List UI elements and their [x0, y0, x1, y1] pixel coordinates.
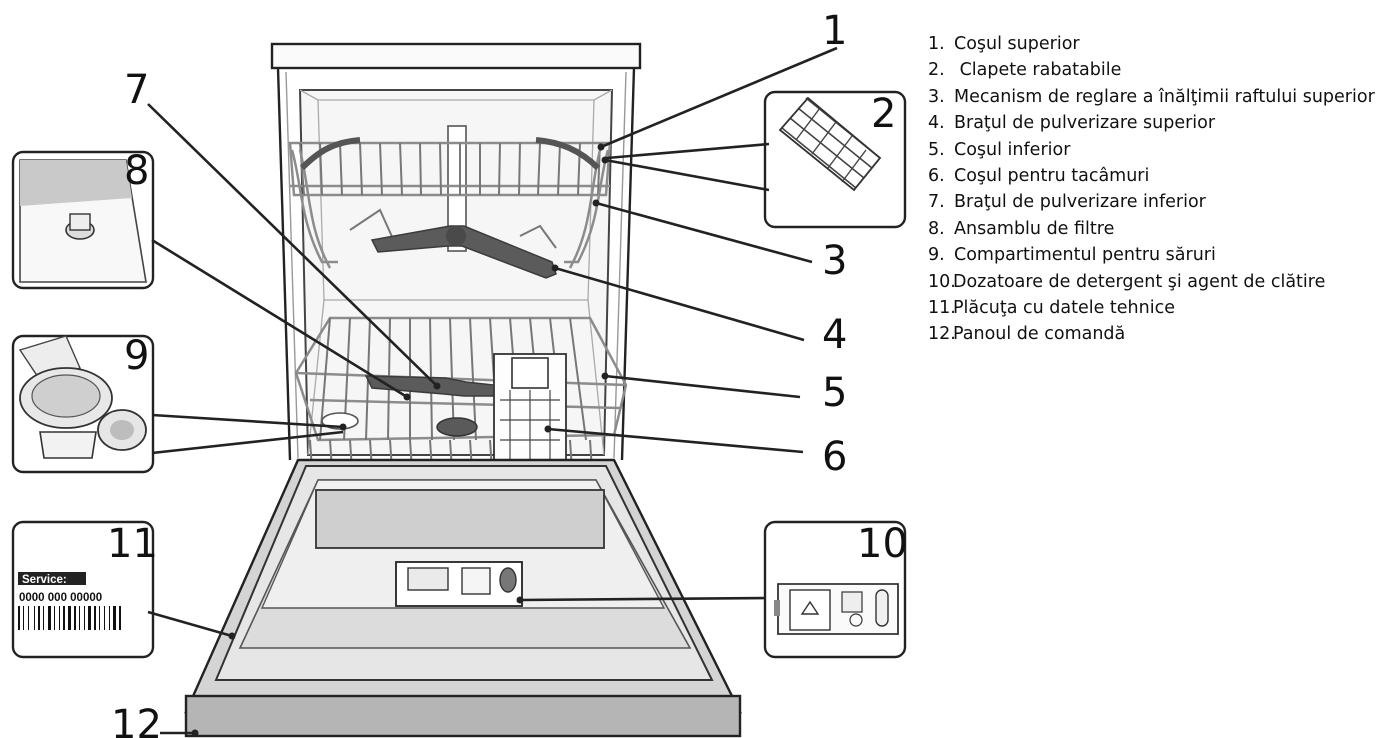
- legend-number: 6.: [928, 166, 945, 187]
- legend-item: 5. Coşul inferior: [928, 137, 1384, 163]
- legend-item: 7. Braţul de pulverizare inferior: [928, 189, 1384, 215]
- legend-item: 8. Ansamblu de filtre: [928, 216, 1384, 242]
- detail-panel-11: Service: 0000 000 00000: [11, 520, 155, 659]
- rating-plate-label: Service:: [22, 574, 67, 586]
- legend-text: Panoul de comandă: [953, 324, 1126, 345]
- callout-2: 2: [871, 91, 896, 137]
- legend-number: 7.: [928, 192, 945, 213]
- callout-4: 4: [822, 312, 847, 358]
- callout-1: 1: [822, 8, 847, 54]
- legend-item: 3. Mecanism de reglare a înălţimii raftul…: [928, 84, 1384, 110]
- legend-number: 2.: [928, 60, 945, 81]
- legend-text: Coşul pentru tacâmuri: [954, 166, 1150, 187]
- callout-8: 8: [124, 148, 149, 194]
- legend-text: Braţul de pulverizare superior: [954, 113, 1216, 134]
- callout-3: 3: [822, 238, 847, 284]
- legend-number: 10.: [928, 271, 956, 292]
- callout-5: 5: [822, 370, 847, 416]
- barcode: [18, 606, 121, 630]
- legend-text: Plăcuţa cu datele tehnice: [953, 298, 1175, 319]
- dishwasher-cabinet: [270, 42, 642, 461]
- legend-number: 1.: [928, 34, 945, 54]
- legend-text: Ansamblu de filtre: [954, 218, 1115, 239]
- legend-text: Dozatoare de detergent şi agent de clăti…: [953, 271, 1326, 292]
- legend-item: 6. Coşul pentru tacâmuri: [928, 163, 1384, 189]
- callout-12: 12: [111, 702, 162, 738]
- legend-text: Coşul inferior: [954, 139, 1071, 160]
- leader-lines: [147, 46, 838, 737]
- legend-number: 12.: [928, 324, 956, 345]
- legend-item: 4. Braţul de pulverizare superior: [928, 110, 1384, 136]
- upper-spray-arm: [370, 225, 557, 279]
- dishwasher-door: [184, 458, 742, 714]
- legend-text: Compartimentul pentru săruri: [954, 245, 1216, 266]
- legend-item: 9. Compartimentul pentru săruri: [928, 242, 1384, 268]
- callout-9: 9: [124, 333, 149, 379]
- rating-plate-code: 0000 000 00000: [19, 592, 102, 604]
- callout-7: 7: [124, 67, 149, 113]
- legend-item: 12.Panoul de comandă: [928, 321, 1384, 347]
- upper-basket: [288, 137, 612, 269]
- legend-number: 5.: [928, 139, 945, 160]
- callout-6: 6: [822, 434, 847, 480]
- parts-legend: 1. Coşul superior 2. Clapete rabatabile 3…: [928, 31, 1384, 348]
- detail-panel-10: [763, 520, 907, 659]
- legend-item: 10.Dozatoare de detergent şi agent de cl…: [928, 269, 1384, 295]
- legend-number: 4.: [928, 113, 945, 134]
- legend-text: Clapete rabatabile: [954, 60, 1122, 81]
- callout-11: 11: [107, 521, 158, 567]
- detail-panel-9: [11, 334, 155, 474]
- detail-panel-2: [763, 90, 907, 229]
- control-panel: [184, 694, 742, 738]
- legend-number: 8.: [928, 218, 945, 239]
- legend-text: Mecanism de reglare a înălţimii raftului…: [954, 86, 1375, 107]
- legend-number: 3.: [928, 86, 945, 107]
- cutlery-basket: [493, 353, 567, 465]
- legend-text: Coşul superior: [954, 34, 1080, 54]
- legend-item: 11.Plăcuţa cu datele tehnice: [928, 295, 1384, 321]
- legend-item: 2. Clapete rabatabile: [928, 57, 1384, 83]
- legend-item: 1. Coşul superior: [928, 31, 1384, 57]
- detail-panel-8: [11, 150, 155, 290]
- legend-text: Braţul de pulverizare inferior: [954, 192, 1206, 213]
- callout-10: 10: [857, 521, 908, 567]
- legend-number: 11.: [928, 298, 956, 319]
- legend-number: 9.: [928, 245, 945, 266]
